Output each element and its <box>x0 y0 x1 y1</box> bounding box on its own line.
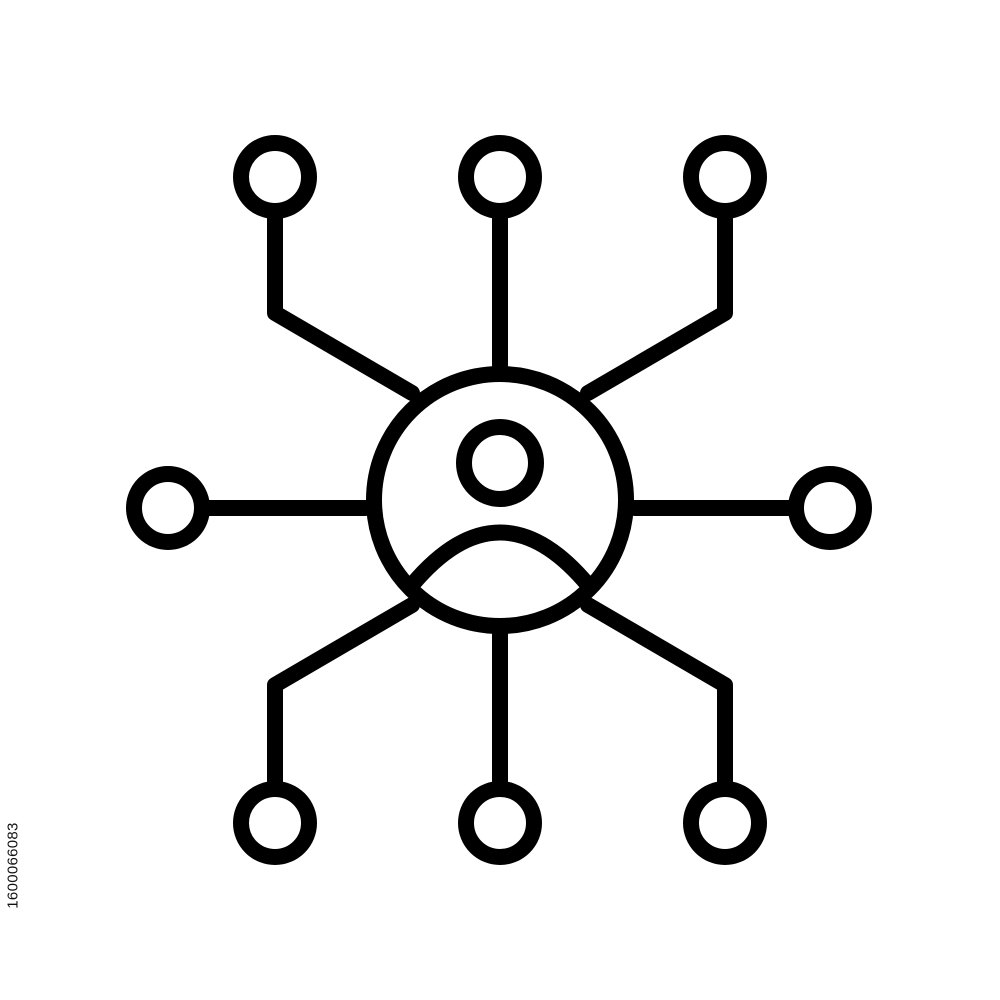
connector-top-left <box>267 207 420 401</box>
node-left <box>126 466 210 550</box>
central-user-hub <box>366 366 634 634</box>
stock-id-text: 1600066083 <box>4 821 22 909</box>
connector-lines <box>200 207 800 791</box>
node-top-left <box>233 135 317 219</box>
node-bottom-left <box>233 781 317 865</box>
node-top-center <box>458 135 542 219</box>
connector-bottom-left <box>267 597 420 791</box>
hub-circle <box>366 366 634 634</box>
connector-top-right <box>580 207 733 401</box>
network-nodes <box>126 135 872 865</box>
node-bottom-center <box>458 781 542 865</box>
node-right <box>788 466 872 550</box>
user-shoulders-icon <box>404 524 596 593</box>
node-bottom-right <box>683 781 767 865</box>
user-head-icon <box>456 419 544 507</box>
stock-id-label: 1600066083 <box>2 750 24 980</box>
connector-bottom-right <box>580 597 733 791</box>
node-top-right <box>683 135 767 219</box>
